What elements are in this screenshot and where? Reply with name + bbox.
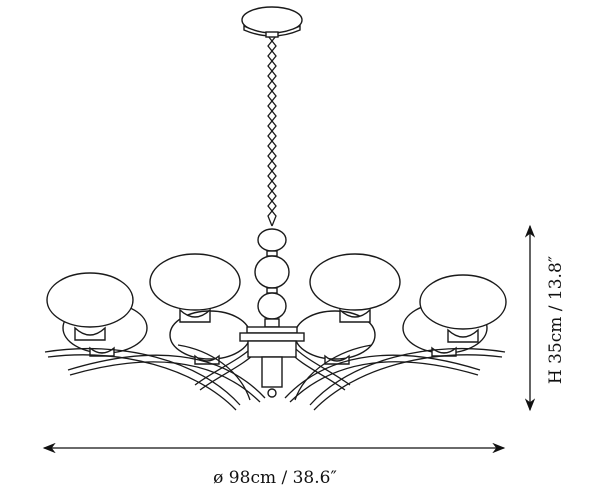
front-shades [46,253,507,343]
height-dimension-label: H 35cm / 13.8″ [546,255,566,385]
central-stem [239,228,305,398]
chain [267,35,277,227]
width-dimension-label: ø 98cm / 38.6″ [213,468,337,488]
ceiling-canopy [241,6,303,38]
